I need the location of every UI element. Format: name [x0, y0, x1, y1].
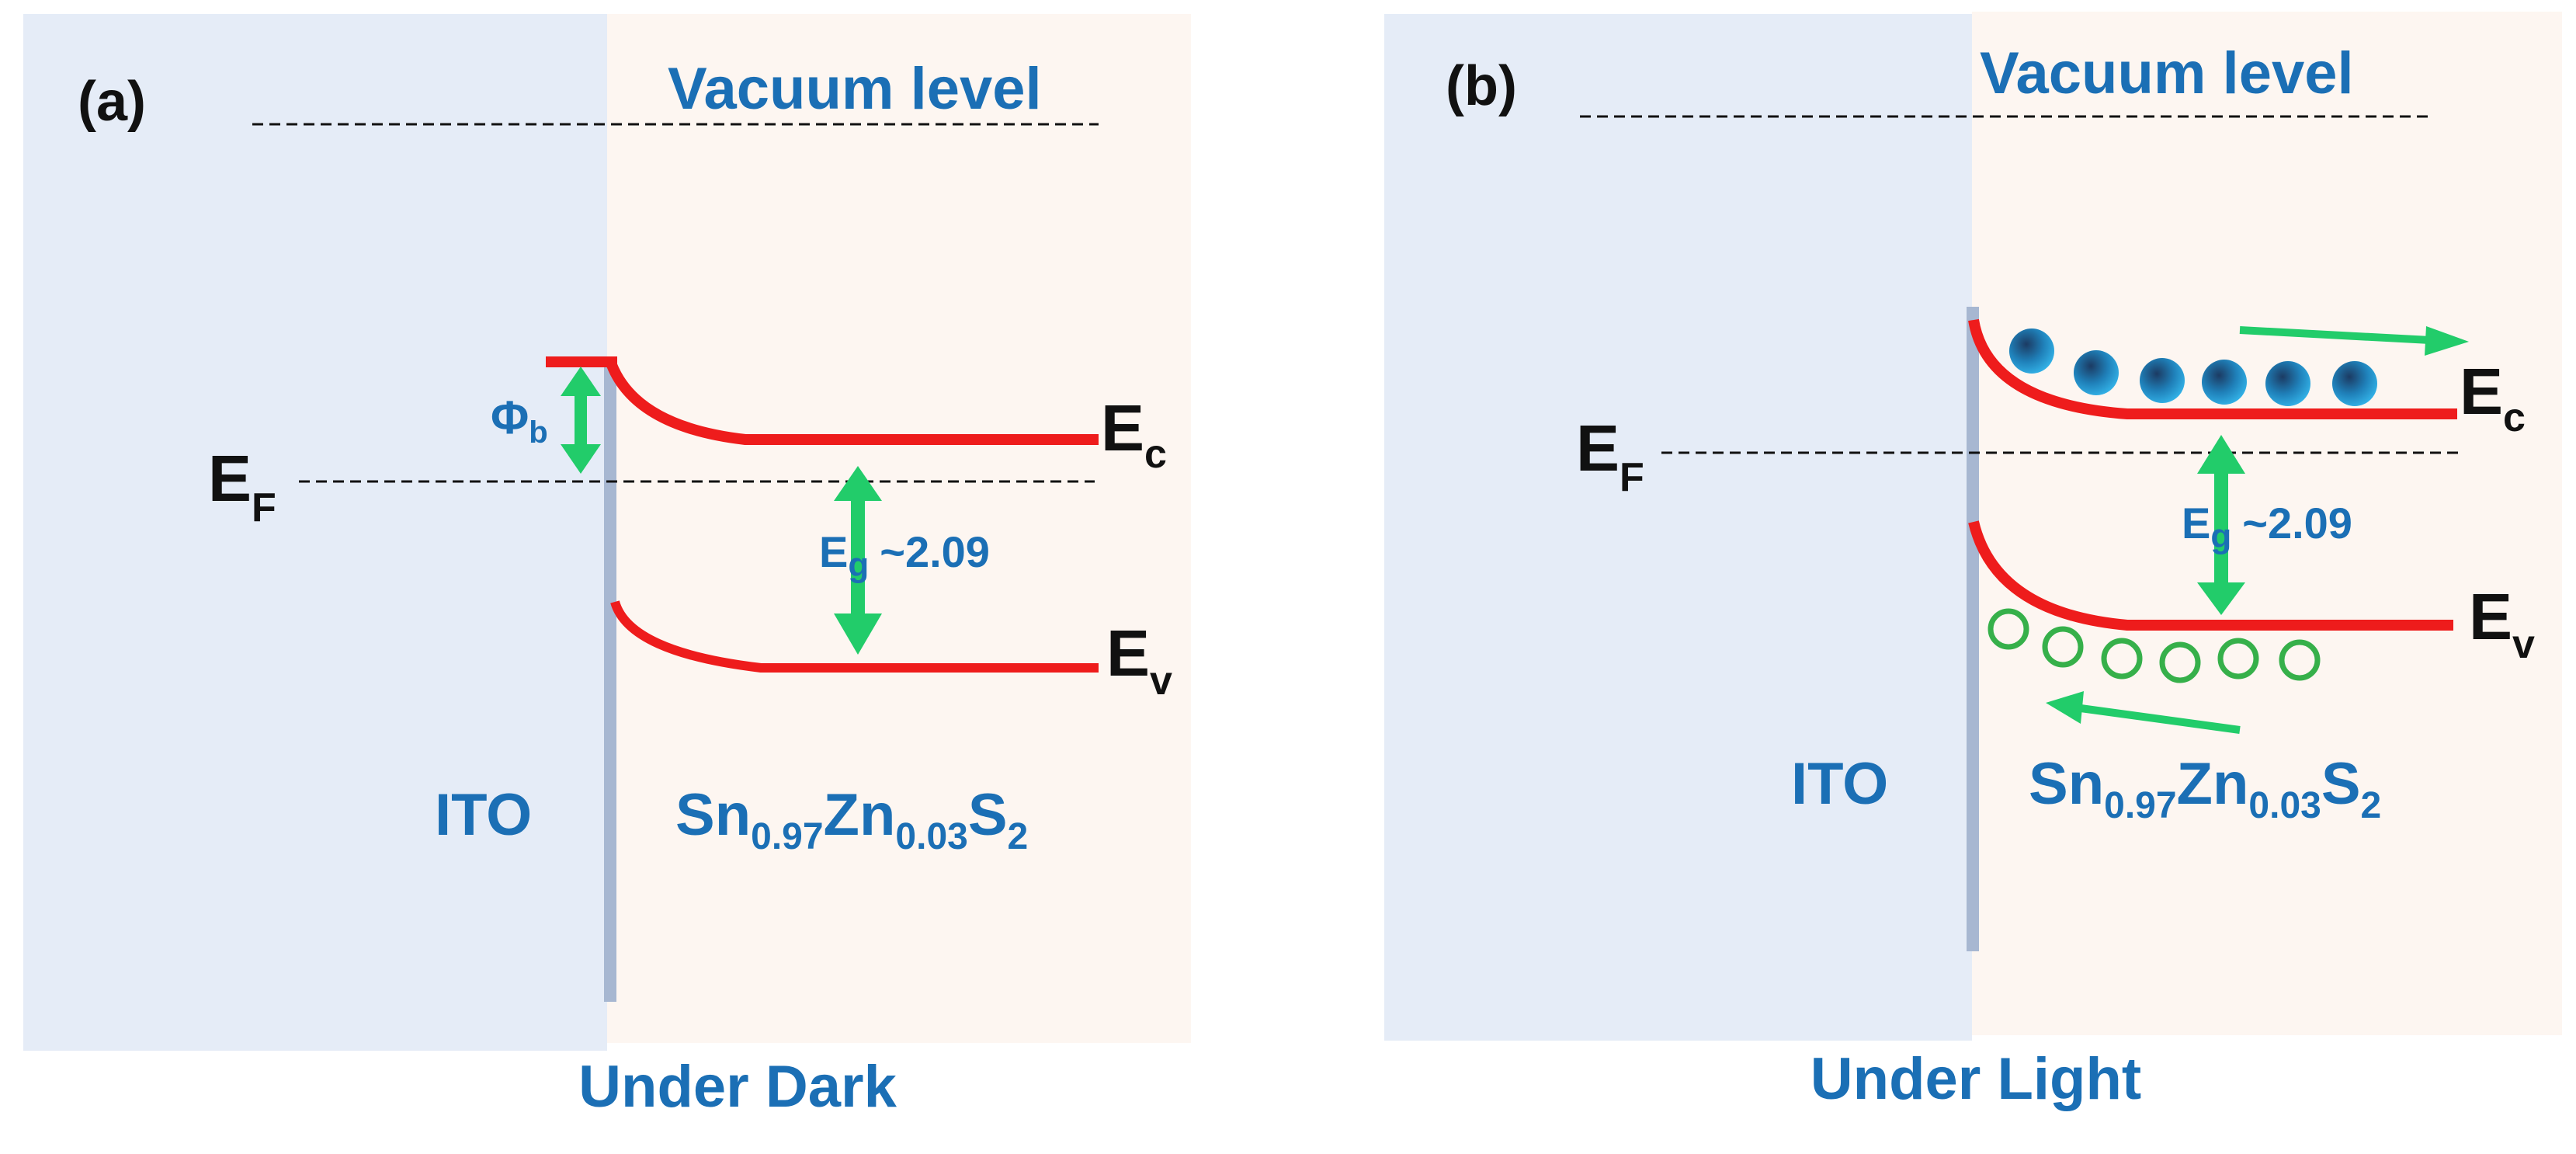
ev-label: Ev	[1106, 617, 1172, 704]
hole	[2279, 639, 2321, 681]
ito-label: ITO	[1791, 751, 1888, 817]
band-gap-arrow	[2197, 435, 2245, 615]
conduction-band	[1968, 318, 2457, 419]
ev-label: Ev	[2469, 580, 2535, 667]
electron	[2009, 328, 2054, 374]
panel-b: (b) Vacuum level EF Ec Ev Eg~2.09	[1384, 12, 2562, 1112]
hole	[2042, 626, 2084, 668]
barrier-height-arrow	[561, 367, 601, 474]
panel-label: (b)	[1446, 55, 1517, 117]
material-label: Sn0.97Zn0.03S2	[675, 782, 1028, 857]
ito-region	[1384, 14, 1972, 1041]
semiconductor-region	[1972, 12, 2562, 1035]
electron	[2265, 361, 2310, 406]
hole	[2101, 638, 2143, 680]
panel-a: (a) Vacuum level EF Ec Ev Φb	[23, 14, 1191, 1120]
ito-region	[23, 14, 607, 1051]
band-gap-arrow	[834, 466, 882, 655]
band-gap-label: Eg~2.09	[819, 527, 990, 584]
electron	[2074, 350, 2119, 395]
material-label: Sn0.97Zn0.03S2	[2029, 751, 2381, 826]
valence-band	[610, 600, 1099, 673]
semiconductor-region	[607, 14, 1191, 1043]
hole	[2159, 641, 2201, 683]
condition-caption: Under Light	[1810, 1046, 2141, 1112]
electrons	[2009, 328, 2377, 406]
electron	[2202, 360, 2247, 405]
electron	[2332, 361, 2377, 406]
hole	[2217, 638, 2259, 680]
ito-label: ITO	[435, 782, 532, 848]
electron-flow-arrow	[2239, 326, 2469, 356]
barrier-height-label: Φb	[491, 391, 548, 450]
condition-caption: Under Dark	[578, 1054, 897, 1120]
hole-flow-arrow	[2046, 691, 2241, 734]
conduction-band	[606, 363, 1099, 445]
panel-label: (a)	[78, 71, 146, 133]
band-gap-label: Eg~2.09	[2182, 499, 2352, 555]
ec-label: Ec	[1101, 391, 1167, 477]
valence-band	[1968, 520, 2453, 631]
interface-line	[604, 357, 616, 1002]
hole	[1988, 608, 2029, 650]
fermi-level-label: EF	[1576, 412, 1644, 500]
interface-line	[1967, 307, 1979, 951]
ec-label: Ec	[2460, 355, 2526, 440]
vacuum-level-label: Vacuum level	[668, 56, 1042, 122]
fermi-level-label: EF	[208, 442, 276, 530]
holes	[1988, 608, 2321, 683]
vacuum-level-label: Vacuum level	[1980, 40, 2354, 106]
electron	[2140, 358, 2185, 403]
